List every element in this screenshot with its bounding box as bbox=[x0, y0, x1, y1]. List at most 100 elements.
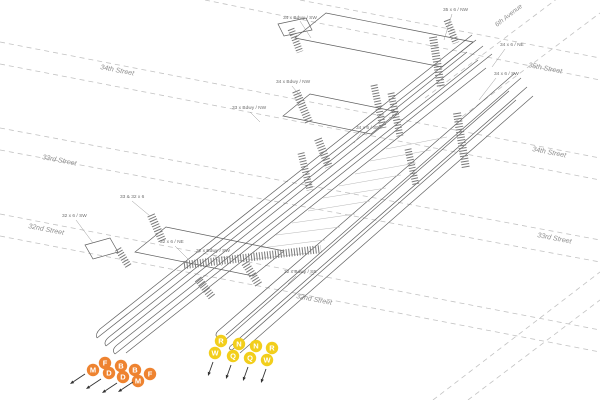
track-band-line bbox=[105, 45, 484, 347]
route-bullet-W bbox=[260, 353, 274, 367]
stair-hatch bbox=[241, 260, 263, 288]
street-dashed-line bbox=[0, 127, 600, 241]
track-band-line bbox=[239, 95, 534, 354]
entrance-label: 34 x Bdwy / SW bbox=[283, 15, 317, 21]
direction-arrow bbox=[208, 361, 214, 373]
stair-hatch bbox=[453, 112, 470, 170]
stair-hatch bbox=[287, 27, 304, 54]
entrance-label: 32 x Bdwy / SW bbox=[196, 248, 230, 254]
route-bullet-N bbox=[249, 339, 263, 353]
street-label: 32nd Street bbox=[28, 223, 66, 237]
track-band-line bbox=[231, 99, 517, 351]
entrance-label: 32 x Bdwy / SE bbox=[284, 269, 317, 275]
leader-line bbox=[443, 13, 453, 41]
entrance-label: 34 x 6 / SE bbox=[356, 125, 379, 131]
entrance-label: 34 x 6 / SW bbox=[494, 71, 519, 77]
track-band-line bbox=[223, 90, 510, 342]
direction-arrow-head bbox=[70, 380, 75, 384]
route-bullet-letter: F bbox=[103, 359, 108, 368]
route-bullet-D bbox=[102, 366, 116, 380]
avenue-dashed-line bbox=[432, 271, 600, 400]
stair-hatch bbox=[194, 276, 216, 300]
track-band-line bbox=[96, 39, 477, 339]
route-bullet-letter: B bbox=[132, 366, 138, 375]
entrance-label: 34 x Bdwy / NW bbox=[276, 79, 311, 85]
direction-arrow-head bbox=[207, 371, 211, 376]
avenue-dashed-line bbox=[467, 299, 600, 400]
leader-line bbox=[353, 131, 363, 144]
lattice-line bbox=[291, 213, 356, 224]
direction-arrow bbox=[226, 364, 232, 376]
stair-hatch bbox=[115, 247, 132, 269]
route-bullet-D bbox=[116, 370, 130, 384]
track-end-cap bbox=[228, 343, 234, 351]
street-dashed-line bbox=[0, 63, 600, 181]
route-bullet-letter: Q bbox=[230, 352, 236, 361]
route-bullet-letter: N bbox=[236, 340, 241, 349]
leader-line bbox=[174, 245, 189, 260]
route-bullet-Q bbox=[243, 351, 257, 365]
entrance-label: 33 x Bdwy / NW bbox=[232, 105, 267, 111]
track-end-cap bbox=[113, 344, 118, 355]
leader-line bbox=[131, 200, 151, 217]
direction-arrow-head bbox=[225, 374, 229, 379]
station-structure bbox=[84, 12, 534, 355]
leader-line bbox=[291, 85, 302, 98]
route-bullet-B bbox=[114, 359, 128, 373]
lattice-line bbox=[354, 162, 417, 175]
route-bullet-B bbox=[128, 363, 142, 377]
direction-arrow bbox=[243, 366, 249, 378]
route-bullet-Q bbox=[226, 349, 240, 363]
track-band-line bbox=[99, 34, 473, 330]
stair-hatch bbox=[292, 89, 313, 124]
route-bullet-F bbox=[143, 367, 157, 381]
route-bullet-R bbox=[265, 341, 279, 355]
stair-hatch bbox=[314, 137, 333, 169]
route-bullet-letter: W bbox=[263, 356, 271, 365]
direction-arrow-head bbox=[118, 388, 123, 392]
lattice-line bbox=[307, 200, 371, 212]
track-end-cap bbox=[96, 328, 101, 339]
route-bullet-letter: M bbox=[135, 377, 141, 386]
leader-line bbox=[478, 77, 497, 101]
entrance-label: 32 x 6 / SW bbox=[62, 213, 87, 219]
track-band-line bbox=[114, 53, 493, 355]
route-bullet-letter: M bbox=[90, 366, 96, 375]
direction-arrow bbox=[121, 381, 134, 391]
direction-arrow bbox=[73, 373, 86, 383]
avenue-label: 6th Avenue bbox=[494, 3, 524, 29]
entrance-label: 35 x 6 / NW bbox=[443, 7, 469, 13]
lattice-line bbox=[385, 136, 448, 150]
avenue-dashed-line bbox=[454, 12, 600, 123]
street-label: 33rd Street bbox=[42, 154, 78, 168]
route-bullet-letter: D bbox=[120, 373, 126, 382]
mezzanine-slab bbox=[134, 226, 285, 277]
direction-arrow-head bbox=[242, 376, 246, 381]
lattice-line bbox=[275, 226, 341, 236]
street-label: 35th Street bbox=[528, 62, 564, 76]
track-band-line bbox=[225, 77, 522, 336]
stair-hatch bbox=[387, 92, 404, 137]
stair-hatch bbox=[429, 36, 445, 88]
stair-hatch bbox=[147, 213, 167, 244]
route-bullet-F bbox=[98, 356, 112, 370]
track-end-cap bbox=[104, 336, 110, 347]
direction-arrow-head bbox=[260, 378, 264, 383]
direction-arrow-head bbox=[86, 385, 91, 389]
leader-line bbox=[213, 254, 223, 267]
route-bullet-letter: D bbox=[106, 369, 112, 378]
entrance-label: 34 x 6 / NE bbox=[500, 42, 524, 48]
route-bullet-N bbox=[232, 337, 246, 351]
route-bullet-letter: R bbox=[269, 344, 275, 353]
leader-line bbox=[249, 111, 261, 123]
route-bullet-R bbox=[214, 334, 228, 348]
street-dashed-line bbox=[299, 0, 600, 59]
avenue-dashed-line bbox=[424, 0, 557, 99]
street-dashed-line bbox=[0, 41, 600, 159]
route-bullet-M bbox=[131, 374, 145, 388]
street-dashed-line bbox=[0, 149, 600, 263]
street-dashed-line bbox=[0, 213, 600, 331]
